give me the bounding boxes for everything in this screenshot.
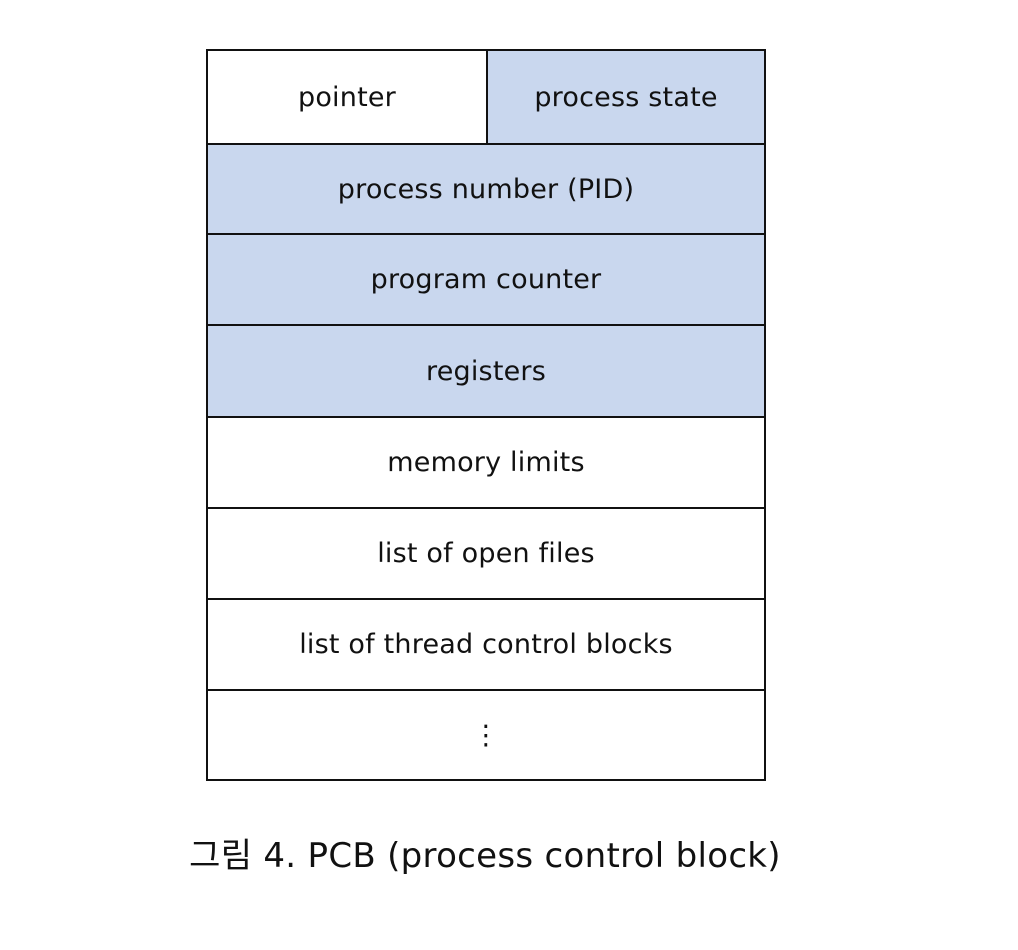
pcb-row-process-number: process number (PID) <box>208 143 764 233</box>
pcb-row-thread-control-blocks: list of thread control blocks <box>208 598 764 689</box>
pcb-field-memory-limits: memory limits <box>387 447 585 478</box>
pcb-row-pointer-state: pointer process state <box>208 51 764 143</box>
pcb-row-ellipsis: ⋮ <box>208 689 764 779</box>
pcb-field-registers: registers <box>426 355 546 387</box>
pcb-field-process-state: process state <box>486 51 764 143</box>
pcb-field-thread-control-blocks: list of thread control blocks <box>299 629 673 660</box>
pcb-field-process-number: process number (PID) <box>337 173 635 205</box>
vertical-ellipsis-icon: ⋮ <box>472 719 500 751</box>
pcb-field-open-files: list of open files <box>377 538 595 569</box>
figure-caption: 그림 4. PCB (process control block) <box>189 836 781 876</box>
pcb-row-program-counter: program counter <box>208 233 764 324</box>
pcb-field-program-counter: program counter <box>370 264 602 295</box>
pcb-row-memory-limits: memory limits <box>208 416 764 507</box>
pcb-diagram: pointer process state process number (PI… <box>206 49 766 781</box>
pcb-row-open-files: list of open files <box>208 507 764 598</box>
pcb-field-pointer: pointer <box>208 51 486 143</box>
pcb-row-registers: registers <box>208 324 764 416</box>
